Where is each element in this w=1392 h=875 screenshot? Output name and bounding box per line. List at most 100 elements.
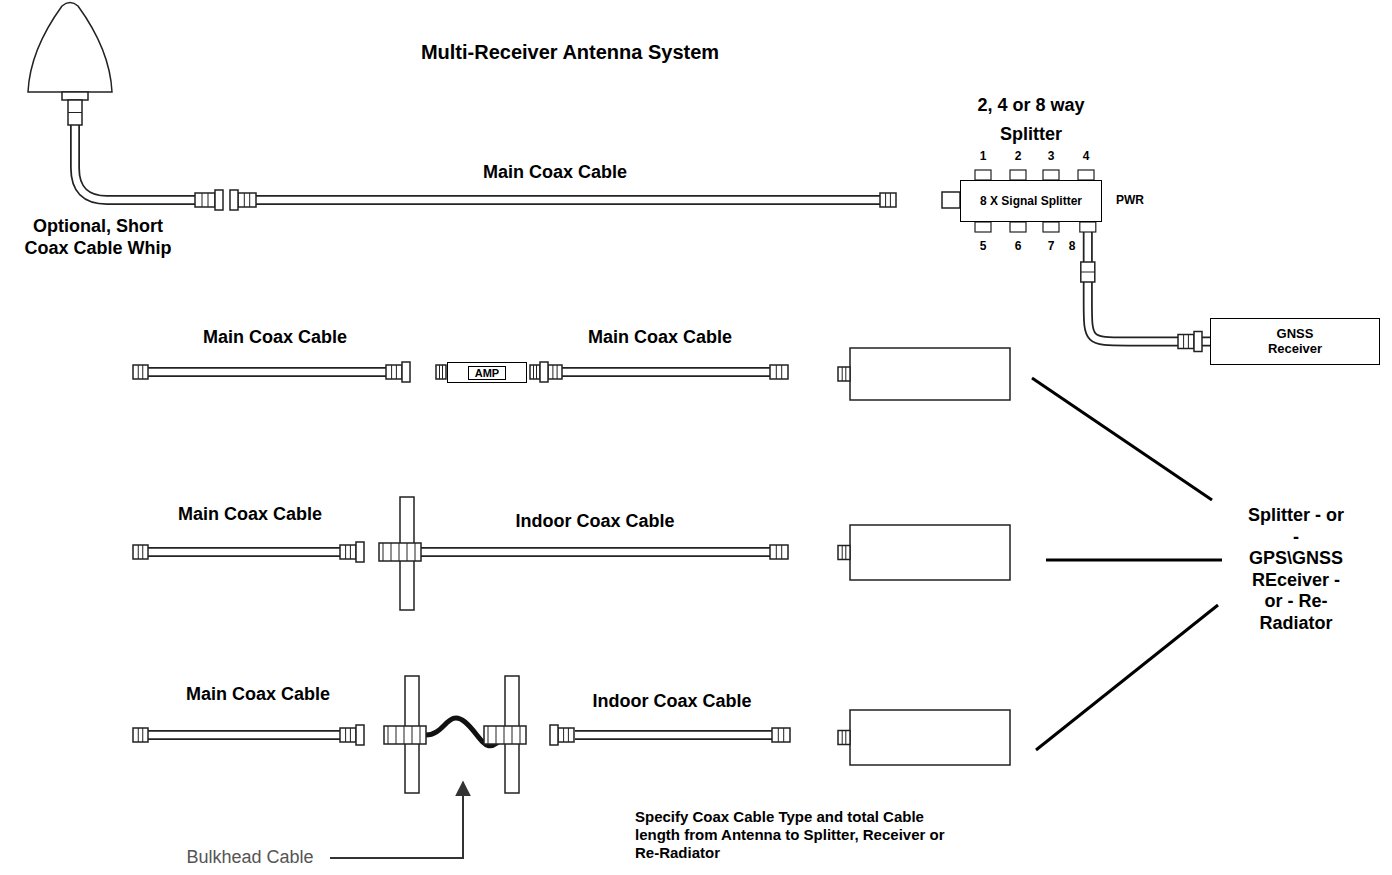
cable-label: Main Coax Cable: [483, 162, 627, 184]
connector-ridge: [391, 365, 392, 379]
splitter-port: [975, 170, 991, 180]
connector-ridge: [350, 545, 351, 559]
fitting-thread: [420, 726, 421, 744]
fitting-thread: [404, 726, 405, 744]
antenna-dome: [28, 3, 112, 93]
fitting-thread: [383, 543, 384, 561]
connector-nut: [230, 190, 238, 210]
splitter-box: 2, 4 or 8 way Splitter8 X Signal Splitte…: [960, 180, 1102, 222]
coax-connector: [340, 728, 356, 742]
connector-ridge: [244, 193, 245, 207]
coax-connector: [133, 545, 148, 559]
edge-layer: [1088, 222, 1210, 342]
connector-nut: [356, 542, 364, 562]
coax-connector: [770, 365, 788, 379]
fitting-thread: [399, 543, 400, 561]
coax-connector: [558, 728, 574, 742]
coax-connector: [238, 193, 256, 207]
coax-cable-outer: [75, 125, 196, 200]
connector-nut: [540, 362, 548, 382]
connector-nut: [550, 725, 558, 745]
splitter-port: [1078, 170, 1094, 180]
cable-label: Main Coax Cable: [203, 327, 347, 349]
fitting-thread: [496, 726, 497, 744]
connector-nut: [402, 362, 410, 382]
edge-outer: [1088, 222, 1210, 342]
cable-label: Splitter - or - GPS\GNSS REceiver - or -…: [1245, 505, 1347, 635]
coax-cable-inner: [560, 369, 772, 376]
connector-ridge: [142, 365, 143, 379]
connector-ridge: [1081, 272, 1095, 273]
connector-ridge: [138, 728, 139, 742]
coax-cable-outer: [255, 195, 882, 205]
cable-label: Indoor Coax Cable: [592, 691, 751, 713]
splitter-port: [1043, 170, 1059, 180]
coax-cable-inner: [148, 732, 342, 739]
node-label: GNSS Receiver: [1259, 327, 1331, 356]
connector-ridge: [439, 365, 440, 379]
connector-ridge: [208, 193, 209, 207]
splitter-port: [1010, 222, 1026, 232]
connector-ridge: [776, 545, 777, 559]
fitting-thread: [388, 726, 389, 744]
bulkhead-fitting: [384, 726, 426, 744]
splitter-input: [942, 192, 960, 208]
connector-ridge: [552, 365, 553, 379]
fitting-thread: [412, 726, 413, 744]
bulkhead-fitting: [379, 543, 421, 561]
coax-connector: [772, 728, 790, 742]
coax-cable-outer: [148, 367, 388, 377]
fitting-thread: [520, 726, 521, 744]
coax-connector: [530, 365, 540, 379]
coax-cable-outer: [420, 547, 772, 557]
coax-cable-inner: [420, 549, 772, 556]
coax-connector: [133, 365, 148, 379]
device-box: [850, 710, 1010, 765]
splitter-port: [1043, 222, 1059, 232]
port-number: 7: [1048, 239, 1055, 253]
coax-cable-inner: [255, 197, 882, 204]
connector-ridge: [557, 365, 558, 379]
coax-connector: [880, 193, 896, 207]
cable-label: Main Coax Cable: [186, 684, 330, 706]
connector-ridge: [442, 365, 443, 379]
connector-ridge: [776, 365, 777, 379]
pointer-line: [1046, 559, 1222, 562]
port-number: 2: [1015, 149, 1022, 163]
coax-cable-inner: [75, 125, 196, 200]
coax-connector: [133, 728, 148, 742]
coax-connector: [838, 546, 850, 560]
connector-ridge: [533, 365, 534, 379]
connector-ridge: [536, 365, 537, 379]
fitting-thread: [512, 726, 513, 744]
coax-connector: [68, 100, 82, 125]
coax-connector: [838, 367, 850, 381]
connector-ridge: [1183, 335, 1184, 349]
coax-connector-cable: [1088, 222, 1210, 342]
amplifier-box: AMP: [447, 362, 527, 383]
pointer-line: [1032, 378, 1212, 500]
connector-ridge: [142, 545, 143, 559]
port-number: 6: [1015, 239, 1022, 253]
coax-cable-inner: [148, 549, 345, 556]
connector-ridge: [845, 367, 846, 381]
coax-connector: [838, 731, 850, 745]
splitter-port: [1010, 170, 1026, 180]
cable-label: Main Coax Cable: [588, 327, 732, 349]
coax-cable-inner: [148, 369, 388, 376]
port-number: 5: [980, 239, 987, 253]
splitter-port: [1080, 222, 1096, 232]
connector-ridge: [842, 367, 843, 381]
cable-label: Optional, Short Coax Cable Whip: [16, 216, 181, 259]
connector-ridge: [563, 728, 564, 742]
node-heading: 2, 4 or 8 way Splitter: [956, 91, 1106, 149]
node-label: 8 X Signal Splitter: [980, 194, 1082, 208]
cable-label: Specify Coax Cable Type and total Cable …: [635, 808, 947, 862]
device-box: [850, 525, 1010, 580]
connector-ridge: [778, 728, 779, 742]
coax-connector: [770, 545, 788, 559]
fitting-thread: [407, 543, 408, 561]
connector-ridge: [1188, 335, 1189, 349]
